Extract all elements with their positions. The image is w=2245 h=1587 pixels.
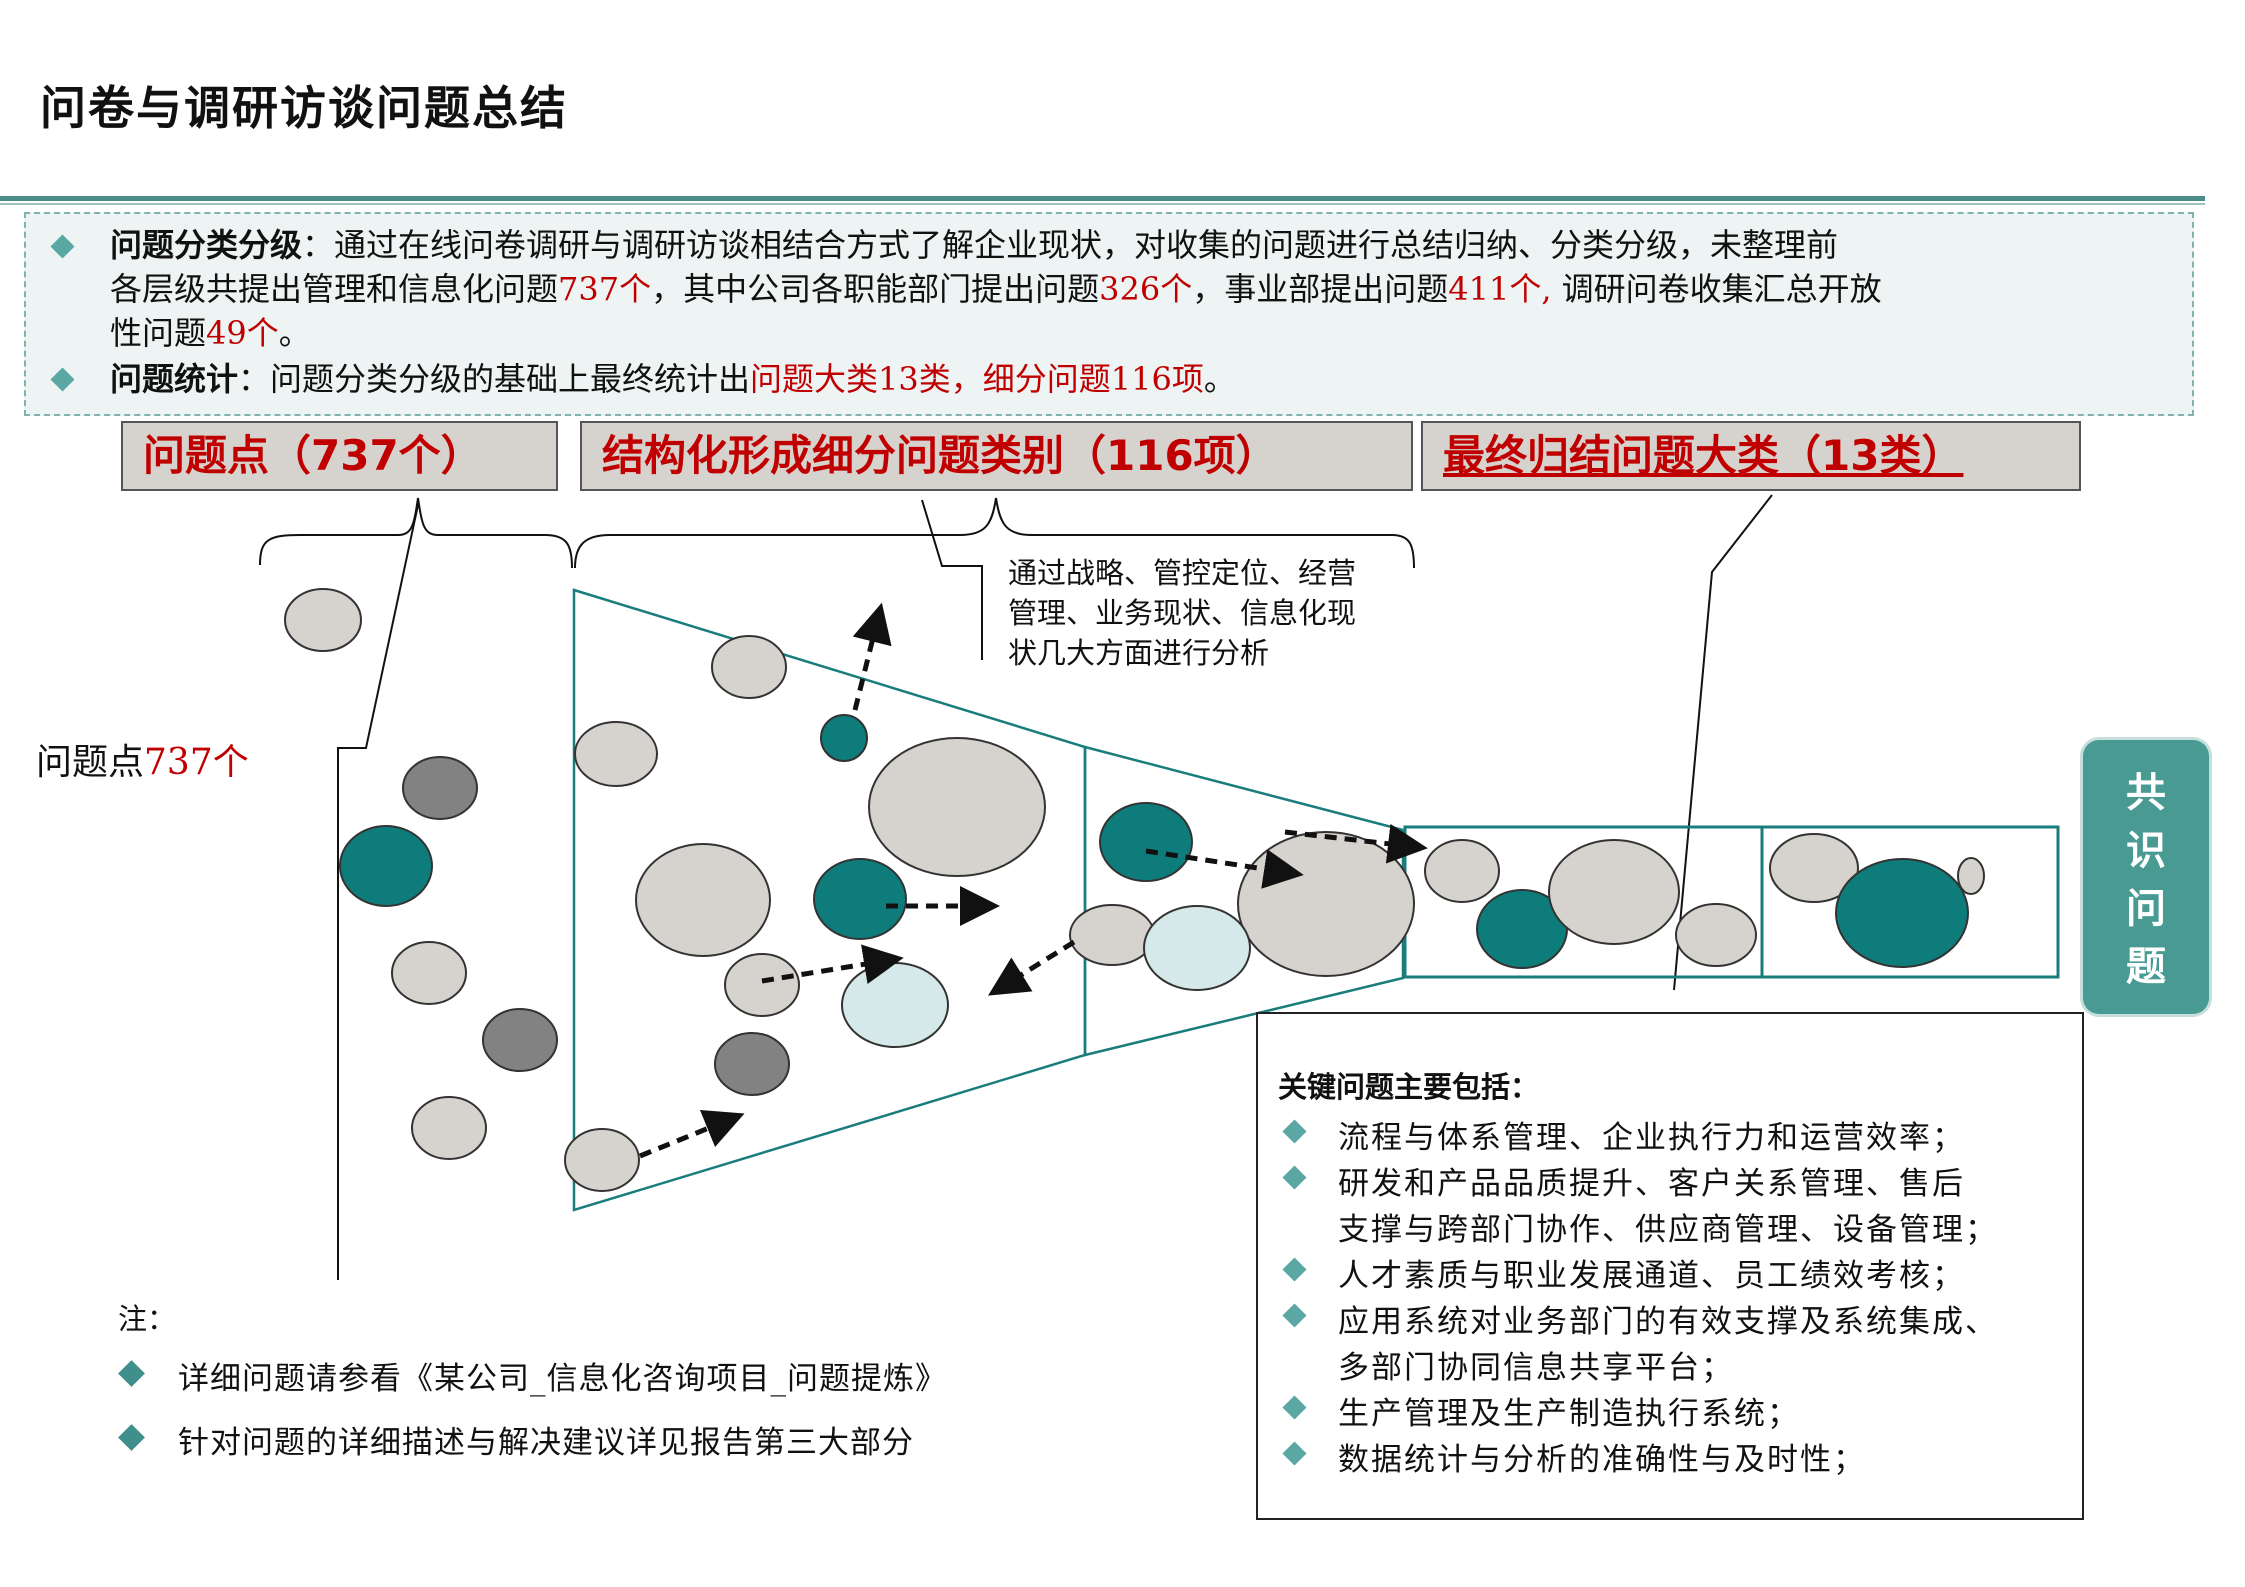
issue-circle xyxy=(564,1128,640,1192)
issue-circle xyxy=(574,721,658,787)
issue-circle xyxy=(1675,903,1757,967)
key-issues-box: 关键问题主要包括： 流程与体系管理、企业执行力和运营效率； 研发和产品品质提升、… xyxy=(1256,1012,2084,1520)
title-rule-thin xyxy=(0,203,2205,205)
issue-circle xyxy=(714,1032,790,1096)
key-issue-line: 数据统计与分析的准确性与及时性； xyxy=(1338,1442,1866,1478)
major-box-2 xyxy=(1760,825,2060,979)
title-rule xyxy=(0,196,2205,201)
issue-circle xyxy=(1769,833,1859,903)
flow-arrow xyxy=(761,944,904,984)
bullet-diamond-icon xyxy=(1282,1119,1307,1144)
key-issue-line: 应用系统对业务部门的有效支撑及系统集成、 xyxy=(1338,1304,1998,1340)
flow-arrow xyxy=(639,1110,745,1159)
key-issue-line: 生产管理及生产制造执行系统； xyxy=(1338,1396,1800,1432)
flow-arrow xyxy=(988,939,1076,996)
summary-line-4: 问题统计：问题分类分级的基础上最终统计出问题大类13类，细分问题116项。 xyxy=(110,360,1236,398)
key-issue-line: 流程与体系管理、企业执行力和运营效率； xyxy=(1338,1120,1965,1156)
connector-major xyxy=(1673,494,1773,991)
issue-circle xyxy=(1143,905,1251,991)
issue-circle xyxy=(411,1096,487,1160)
point-count-label: 问题点737个 xyxy=(36,742,249,783)
issue-circle xyxy=(339,825,433,907)
flow-arrow xyxy=(1284,823,1428,864)
bullet-diamond-icon xyxy=(1282,1257,1307,1282)
count-bu: 411个, xyxy=(1448,270,1552,308)
summary-line-1: 问题分类分级：通过在线问卷调研与调研访谈相结合方式了解企业现状，对收集的问题进行… xyxy=(110,226,1839,264)
connector-annotation xyxy=(921,499,983,660)
count-dept: 326个 xyxy=(1099,270,1193,308)
count-open: 49个 xyxy=(206,314,279,352)
connector-points xyxy=(337,504,419,1280)
issue-circle xyxy=(813,858,907,940)
issue-circle xyxy=(1548,839,1680,945)
stage-header-subcategories: 结构化形成细分问题类别（116项） xyxy=(580,421,1413,491)
brace-subcategories xyxy=(574,497,1415,569)
page-title: 问卷与调研访谈问题总结 xyxy=(40,81,568,135)
issue-circle xyxy=(635,843,771,957)
issue-circle xyxy=(841,962,949,1048)
issue-circle xyxy=(868,737,1046,877)
key-issue-line: 人才素质与职业发展通道、员工绩效考核； xyxy=(1338,1258,1965,1294)
stage-header-major-categories: 最终归结问题大类（13类） xyxy=(1421,421,2081,491)
issue-circle xyxy=(724,953,800,1017)
bullet-diamond-icon xyxy=(1282,1441,1307,1466)
summary-label-classify: 问题分类分级 xyxy=(110,226,303,264)
stats-highlight: 问题大类13类，细分问题116项 xyxy=(750,360,1204,398)
count-total: 737个 xyxy=(558,270,652,308)
analysis-annotation: 通过战略、管控定位、经营 管理、业务现状、信息化现 状几大方面进行分析 xyxy=(1008,556,1357,670)
issue-circle xyxy=(1237,831,1415,977)
issue-circle xyxy=(820,714,868,762)
issue-circle xyxy=(1069,904,1155,966)
key-issue-line: 研发和产品品质提升、客户关系管理、售后 xyxy=(1338,1166,1965,1202)
note-item: 针对问题的详细描述与解决建议详见报告第三大部分 xyxy=(178,1425,914,1461)
issue-circle xyxy=(402,756,478,820)
issue-circle xyxy=(1424,839,1500,903)
summary-label-stats: 问题统计 xyxy=(110,360,239,398)
issue-circle xyxy=(482,1008,558,1072)
consensus-issues-badge: 共 识 问 题 xyxy=(2083,740,2209,1014)
note-item: 详细问题请参看《某公司_信息化咨询项目_问题提炼》 xyxy=(178,1361,947,1397)
brace-points xyxy=(259,497,573,569)
key-issue-line: 支撑与跨部门协作、供应商管理、设备管理； xyxy=(1338,1212,1998,1248)
summary-line-3: 性问题49个。 xyxy=(110,314,311,352)
key-issue-line: 多部门协同信息共享平台； xyxy=(1338,1350,1734,1386)
issue-circle xyxy=(1835,858,1969,968)
key-issues-title: 关键问题主要包括： xyxy=(1278,1070,1540,1104)
bullet-diamond-icon xyxy=(1282,1303,1307,1328)
issue-circle xyxy=(1957,857,1985,895)
issue-circle xyxy=(1099,802,1193,882)
issue-circle xyxy=(284,588,362,652)
notes-title: 注： xyxy=(118,1302,177,1336)
summary-panel: 问题分类分级：通过在线问卷调研与调研访谈相结合方式了解企业现状，对收集的问题进行… xyxy=(24,212,2194,416)
stage-header-points: 问题点（737个） xyxy=(121,421,558,491)
bullet-diamond-icon xyxy=(1282,1165,1307,1190)
flow-arrow xyxy=(852,602,892,711)
summary-line-2: 各层级共提出管理和信息化问题737个，其中公司各职能部门提出问题326个，事业部… xyxy=(110,270,1882,308)
issue-circle xyxy=(711,635,787,699)
flow-arrow xyxy=(1145,848,1304,889)
bullet-diamond-icon xyxy=(1282,1395,1307,1420)
issue-circle xyxy=(391,941,467,1005)
